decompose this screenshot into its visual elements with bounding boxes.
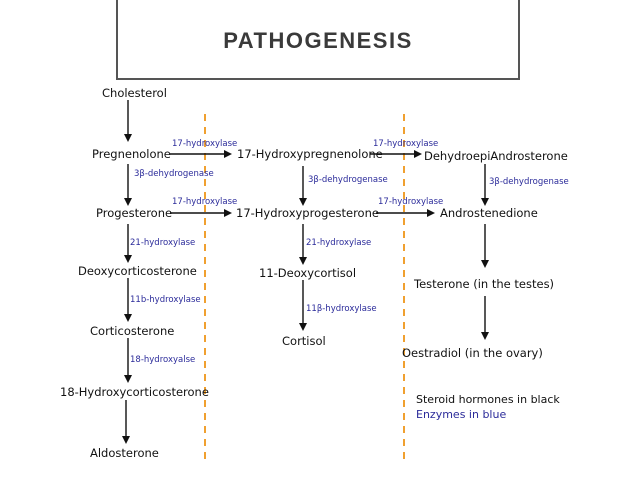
- node-pregnenolone: Pregnenolone: [92, 147, 171, 161]
- node-androstenedione: Androstenedione: [440, 206, 538, 220]
- enzyme-label: 18-hydroxyalse: [130, 355, 196, 365]
- node-aldosterone: Aldosterone: [90, 446, 159, 460]
- steroid-pathway-diagram: Cholesterol Pregnenolone 17-Hydroxypregn…: [58, 84, 580, 462]
- node-cortisol: Cortisol: [282, 334, 326, 348]
- node-cholesterol: Cholesterol: [102, 86, 167, 100]
- legend-enzymes: Enzymes in blue: [416, 408, 507, 421]
- node-dhea: DehydroepiAndrosterone: [424, 149, 568, 163]
- node-18-hydroxycorticosterone: 18-Hydroxycorticosterone: [60, 385, 209, 399]
- enzyme-label: 11β-hydroxylase: [306, 304, 377, 314]
- pathway-arrows: [122, 100, 489, 462]
- enzyme-label: 3β-dehydrogenase: [308, 175, 388, 185]
- node-17-hydroxypregnenolone: 17-Hydroxypregnenolone: [237, 147, 383, 161]
- enzyme-label: 3β-dehydrogenase: [489, 177, 569, 187]
- node-deoxycorticosterone: Deoxycorticosterone: [78, 264, 197, 278]
- enzyme-label: 11b-hydroxylase: [130, 295, 201, 305]
- enzyme-label: 17-hydroxylase: [172, 139, 238, 149]
- enzyme-label: 21-hydroxylase: [130, 238, 196, 248]
- page-title: PATHOGENESIS: [223, 28, 413, 53]
- node-11-deoxycortisol: 11-Deoxycortisol: [259, 266, 357, 280]
- enzyme-label: 17-hydroxylase: [378, 197, 444, 207]
- node-corticosterone: Corticosterone: [90, 324, 175, 338]
- enzyme-label: 17-hydroxylase: [373, 139, 439, 149]
- node-progesterone: Progesterone: [96, 206, 173, 220]
- enzyme-label: 3β-dehydrogenase: [134, 169, 214, 179]
- legend-hormones: Steroid hormones in black: [416, 393, 560, 406]
- enzyme-label: 21-hydroxylase: [306, 238, 372, 248]
- enzyme-label: 17-hydroxylase: [172, 197, 238, 207]
- title-box: PATHOGENESIS: [116, 0, 520, 80]
- node-17-hydroxyprogesterone: 17-Hydroxyprogesterone: [236, 206, 379, 220]
- node-oestradiol: Oestradiol (in the ovary): [402, 346, 543, 360]
- node-testerone: Testerone (in the testes): [414, 277, 555, 291]
